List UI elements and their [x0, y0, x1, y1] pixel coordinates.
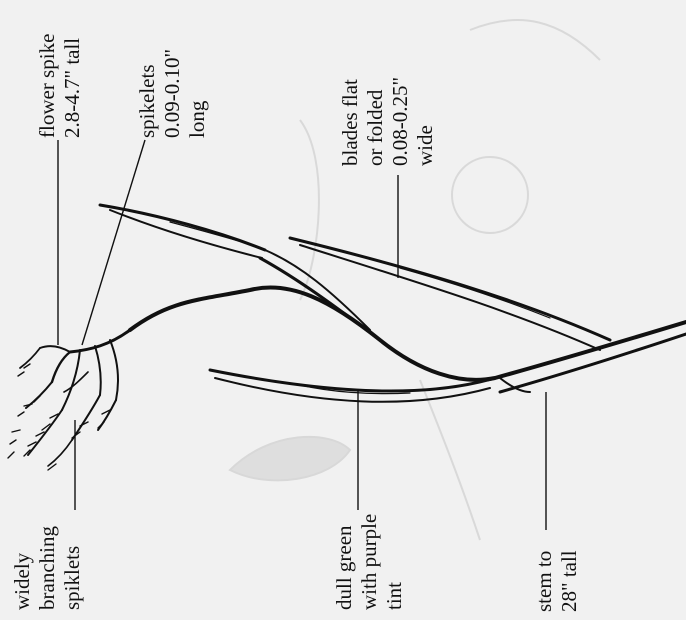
label-line: 0.09-0.10"	[160, 49, 185, 138]
leader-spikelets	[82, 140, 145, 345]
label-line: 28" tall	[557, 550, 582, 612]
label-flower-spike: flower spike 2.8-4.7" tall	[35, 34, 85, 138]
label-line: spikelets	[135, 49, 160, 138]
label-line: with purple	[357, 514, 382, 610]
label-line: blades flat	[338, 77, 363, 166]
stem	[130, 287, 686, 392]
label-line: or folded	[363, 77, 388, 166]
ghost-stroke	[470, 20, 600, 60]
label-line: widely	[10, 526, 35, 610]
label-line: flower spike	[35, 34, 60, 138]
label-line: dull green	[332, 514, 357, 610]
ghost-stroke	[420, 380, 480, 540]
lower-blade	[210, 370, 495, 402]
label-line: tint	[382, 514, 407, 610]
ghost-circle	[452, 157, 528, 233]
label-line: 0.08-0.25"	[388, 77, 413, 166]
label-blades: blades flat or folded 0.08-0.25" wide	[338, 77, 438, 166]
label-line: branching	[35, 526, 60, 610]
label-line: wide	[413, 77, 438, 166]
label-line: stem to	[532, 550, 557, 612]
label-line: long	[185, 49, 210, 138]
label-stem: stem to 28" tall	[532, 550, 582, 612]
label-dull-green: dull green with purple tint	[332, 514, 407, 610]
flower-spike	[8, 330, 130, 470]
ghost-leaf	[230, 437, 350, 481]
label-spikelets: spikelets 0.09-0.10" long	[135, 49, 210, 138]
ghost-stroke	[300, 120, 319, 300]
upper-blade	[290, 238, 610, 350]
label-line: spiklets	[60, 526, 85, 610]
label-widely-branching: widely branching spiklets	[10, 526, 85, 610]
label-line: 2.8-4.7" tall	[60, 34, 85, 138]
